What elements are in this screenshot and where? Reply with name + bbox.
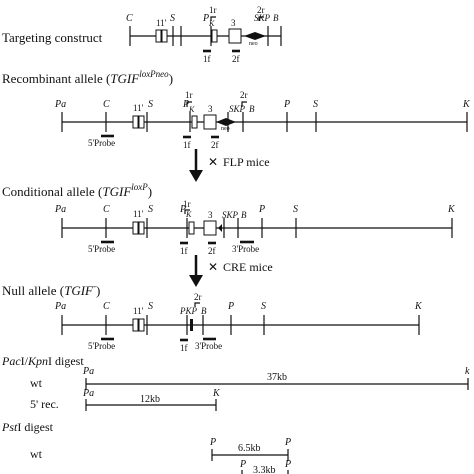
- svg-text:K: K: [188, 105, 195, 114]
- cre-cross: ✕: [208, 260, 218, 274]
- pst-wt-label: wt: [30, 447, 43, 461]
- svg-text:5'Probe: 5'Probe: [88, 341, 115, 351]
- svg-text:S: S: [261, 301, 266, 312]
- svg-text:C: C: [103, 301, 110, 312]
- site-P: P: [202, 13, 209, 24]
- svg-text:C: C: [103, 204, 110, 215]
- svg-text:P: P: [209, 437, 216, 448]
- svg-text:P: P: [239, 459, 246, 470]
- svg-text:P: P: [258, 204, 265, 215]
- svg-text:C: C: [103, 99, 110, 110]
- svg-text:1r: 1r: [183, 199, 191, 209]
- site-C: C: [126, 13, 133, 24]
- site-K: K: [208, 19, 215, 28]
- svg-text:SKP: SKP: [229, 104, 246, 114]
- svg-text:Pa: Pa: [82, 366, 94, 377]
- recombinant-allele-title: Recombinant allele (TGIFloxPneo): [2, 69, 173, 86]
- svg-text:1f: 1f: [180, 343, 188, 353]
- svg-text:2r: 2r: [194, 292, 202, 302]
- exon-3: [228, 28, 242, 44]
- null-allele: Null allele (TGIF-) Pa C 11' S PKP B P S…: [2, 281, 423, 353]
- pac-kpn-wt-label: wt: [30, 376, 43, 390]
- neo-label: neo: [249, 41, 258, 47]
- conditional-allele: Conditional allele (TGIFloxP) Pa C 11' S…: [2, 182, 456, 256]
- svg-text:K: K: [185, 210, 192, 219]
- svg-text:3'Probe: 3'Probe: [232, 244, 259, 254]
- pac-kpn-wt-size: 37kb: [267, 372, 287, 383]
- svg-text:S: S: [148, 99, 153, 110]
- site-SKP: SKP: [254, 13, 271, 23]
- pst-digest: PstI digest wt P P 6.5kb P P 3.3kb: [1, 420, 291, 474]
- pac-kpn-digest-title: PacI/KpnI digest: [1, 354, 84, 368]
- conditional-allele-title: Conditional allele (TGIFloxP): [2, 182, 152, 199]
- pst-rec-size: 3.3kb: [253, 465, 276, 474]
- svg-text:B: B: [241, 210, 247, 220]
- svg-text:11': 11': [133, 209, 144, 219]
- exon-2: [211, 29, 218, 43]
- svg-text:S: S: [313, 99, 318, 110]
- pst-wt-size: 6.5kb: [238, 443, 261, 454]
- svg-text:B: B: [201, 306, 207, 316]
- svg-text:11': 11': [133, 103, 144, 113]
- svg-text:1f: 1f: [183, 140, 191, 150]
- svg-text:P: P: [284, 437, 291, 448]
- pac-kpn-rec-label: 5' rec.: [30, 397, 59, 411]
- svg-text:S: S: [148, 204, 153, 215]
- site-S: S: [170, 13, 175, 24]
- svg-text:5'Probe: 5'Probe: [88, 138, 115, 148]
- site-Pa: Pa: [54, 99, 66, 110]
- recombinant-allele: Recombinant allele (TGIFloxPneo) Pa C 11…: [2, 69, 471, 150]
- primer-2r: 2r: [257, 5, 265, 15]
- svg-text:11': 11': [133, 306, 144, 316]
- pst-digest-title: PstI digest: [1, 420, 54, 434]
- svg-text:5'Probe: 5'Probe: [88, 244, 115, 254]
- svg-text:P: P: [284, 459, 291, 470]
- svg-text:K: K: [447, 204, 456, 215]
- svg-text:PKP: PKP: [179, 306, 198, 316]
- svg-text:K: K: [414, 301, 423, 312]
- svg-text:3: 3: [208, 210, 213, 220]
- exon-3-label: 3: [231, 18, 236, 28]
- svg-text:Pa: Pa: [54, 301, 66, 312]
- targeting-construct: Targeting construct C 11' S P K 3 SKP B …: [2, 5, 282, 64]
- site-B: B: [273, 13, 279, 23]
- svg-text:k: k: [465, 366, 470, 377]
- svg-text:P: P: [179, 204, 186, 215]
- primer-2f: 2f: [232, 54, 240, 64]
- svg-text:P: P: [182, 99, 189, 110]
- svg-text:S: S: [148, 301, 153, 312]
- primer-1r: 1r: [209, 5, 217, 15]
- svg-text:P: P: [283, 99, 290, 110]
- primer-1f: 1f: [203, 54, 211, 64]
- cre-step: ✕ CRE mice: [189, 255, 273, 287]
- svg-text:neo: neo: [221, 126, 230, 132]
- svg-text:K: K: [212, 388, 221, 399]
- svg-text:2f: 2f: [208, 246, 216, 256]
- null-allele-title: Null allele (TGIF-): [2, 281, 100, 298]
- svg-text:1f: 1f: [180, 246, 188, 256]
- svg-text:1r: 1r: [185, 90, 193, 100]
- flp-step-label: FLP mice: [223, 155, 270, 169]
- exon-11p-label: 11': [156, 18, 167, 28]
- cre-step-label: CRE mice: [223, 260, 273, 274]
- targeting-construct-title: Targeting construct: [2, 30, 103, 45]
- pac-kpn-rec-size: 12kb: [140, 394, 160, 405]
- svg-text:2f: 2f: [211, 140, 219, 150]
- svg-text:B: B: [249, 104, 255, 114]
- svg-text:SKP: SKP: [222, 210, 239, 220]
- svg-text:K: K: [462, 99, 471, 110]
- flp-cross: ✕: [208, 155, 218, 169]
- svg-text:Pa: Pa: [54, 204, 66, 215]
- exon-11p: [155, 29, 162, 43]
- svg-text:S: S: [293, 204, 298, 215]
- svg-text:Pa: Pa: [82, 388, 94, 399]
- svg-text:3'Probe: 3'Probe: [195, 341, 222, 351]
- svg-text:2r: 2r: [240, 90, 248, 100]
- svg-text:P: P: [227, 301, 234, 312]
- pac-kpn-digest: PacI/KpnI digest wt Pa k 37kb 5' rec. Pa…: [1, 354, 470, 411]
- neo-cassette: [244, 32, 266, 40]
- flp-step: ✕ FLP mice: [189, 149, 270, 182]
- svg-text:3: 3: [208, 104, 213, 114]
